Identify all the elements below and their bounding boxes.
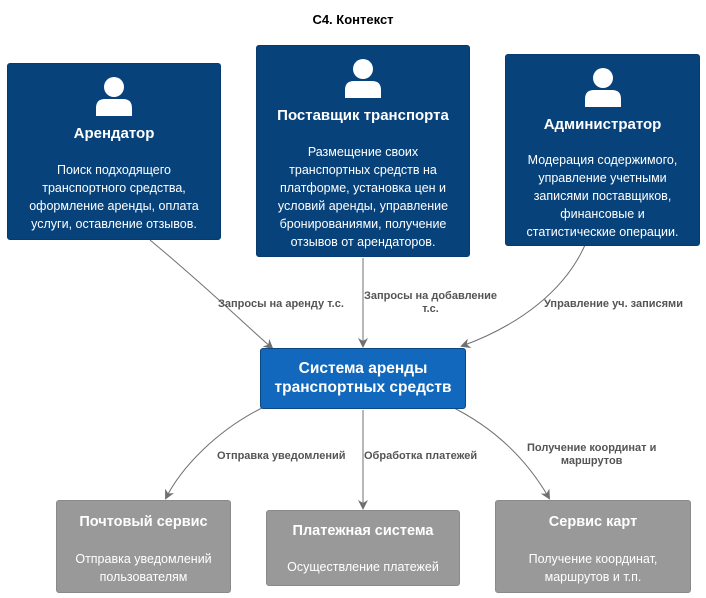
- edge-label-renter-system: Запросы на аренду т.с.: [218, 298, 344, 310]
- mail-service-name: Почтовый сервис: [79, 514, 208, 530]
- edge-system-maps: [447, 404, 550, 500]
- payment-system-name: Платежная система: [292, 523, 434, 539]
- maps-service-desc: Получение координат, маршрутов и т.п.: [528, 552, 658, 584]
- supplier-node: Поставщик транспорта Размещение своих тр…: [256, 45, 470, 257]
- payment-system-desc: Осуществление платежей: [287, 560, 439, 574]
- edge-renter-system: [149, 239, 274, 350]
- supplier-desc: Размещение своих транспортных средств на…: [277, 145, 449, 249]
- edge-admin-system: [460, 244, 586, 348]
- renter-desc: Поиск подходящего транспортного средства…: [29, 163, 199, 231]
- edge-label-admin-system: Управление уч. записями: [544, 298, 683, 310]
- maps-service-node: Сервис карт Получение координат, маршрут…: [495, 500, 691, 593]
- supplier-name: Поставщик транспорта: [277, 107, 449, 124]
- admin-node: Администратор Модерация содержимого, упр…: [505, 54, 700, 246]
- edge-label-system-payment: Обработка платежей: [364, 450, 478, 462]
- edge-system-mail: [165, 404, 269, 500]
- renter-node: Арендатор Поиск подходящего транспортног…: [7, 63, 221, 240]
- maps-service-name: Сервис карт: [548, 514, 638, 530]
- diagram-title: C4. Контекст: [312, 12, 394, 27]
- admin-name: Администратор: [543, 116, 662, 133]
- person-icon: [345, 59, 381, 98]
- person-icon: [584, 68, 621, 107]
- mail-service-node: Почтовый сервис Отправка уведомлений пол…: [56, 500, 231, 593]
- edge-label-supplier-system: Запросы на добавление т.с.: [364, 290, 498, 315]
- admin-desc: Модерация содержимого, управление учетны…: [526, 153, 679, 239]
- edge-label-system-mail: Отправка уведомлений: [217, 450, 346, 462]
- mail-service-desc: Отправка уведомлений пользователям: [75, 552, 212, 584]
- renter-name: Арендатор: [73, 125, 155, 142]
- system-name: Система аренды транспортных средств: [274, 360, 452, 396]
- system-node: Система аренды транспортных средств: [260, 348, 466, 409]
- person-icon: [96, 77, 132, 116]
- edge-label-system-maps: Получение координат и маршрутов: [527, 442, 657, 467]
- payment-system-node: Платежная система Осуществление платежей: [266, 510, 460, 586]
